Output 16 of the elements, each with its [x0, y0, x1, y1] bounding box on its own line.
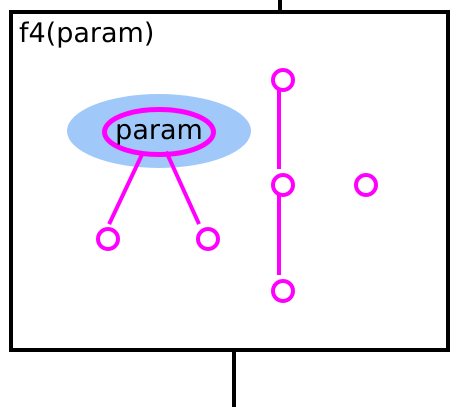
link-line [164, 150, 201, 225]
link-line [277, 193, 281, 275]
port-circle [354, 173, 378, 197]
link-line [277, 88, 281, 169]
connector-line [278, 0, 282, 12]
function-title: f4(param) [19, 18, 154, 49]
link-line [107, 150, 146, 225]
port-circle [196, 227, 220, 251]
port-circle [271, 173, 295, 197]
port-circle [271, 279, 295, 303]
parameter-label: param [115, 114, 203, 146]
port-circle [271, 68, 295, 92]
parameter-ellipse [67, 94, 251, 168]
port-circle [96, 227, 120, 251]
connector-line [232, 350, 236, 407]
function-frame [9, 10, 450, 352]
